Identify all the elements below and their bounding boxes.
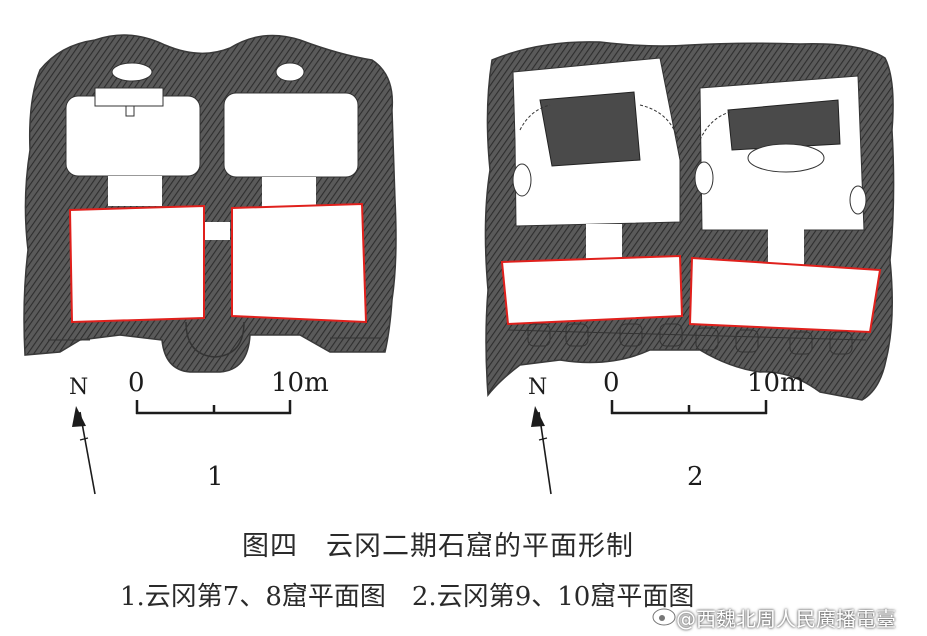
altar-7-post <box>125 105 135 117</box>
niche-9-east <box>694 161 714 195</box>
scale-start-2: 0 <box>603 368 620 398</box>
niche-10-east <box>849 185 867 215</box>
front-porch-9 <box>500 254 684 326</box>
scale-bar-1 <box>135 400 292 415</box>
passage-10 <box>768 228 804 266</box>
plan-caves-9-10 <box>484 41 895 401</box>
north-arrow-icon <box>531 406 552 495</box>
front-chamber-8 <box>231 202 368 324</box>
watermark: @西魏北周人民廣播電臺 <box>676 607 896 631</box>
north-label-2: N <box>528 375 548 400</box>
scale-start-1: 0 <box>128 368 145 398</box>
front-chamber-7 <box>68 204 205 324</box>
figure-caption-subtitle: 1.云冈第7、8窟平面图 2.云冈第9、10窟平面图 <box>120 582 695 612</box>
scale-end-1: 10m <box>271 368 329 398</box>
figure-caption-title: 图四 云冈二期石窟的平面形制 <box>242 531 634 562</box>
north-arrow-icon <box>72 406 96 495</box>
niche-7 <box>111 62 153 82</box>
front-pillar-loop <box>185 321 245 358</box>
panel-number-1: 1 <box>207 462 224 492</box>
plan-caves-7-8 <box>23 34 397 373</box>
statue-block-9 <box>539 91 641 167</box>
gap-7-8 <box>204 222 230 240</box>
north-label-1: N <box>69 375 89 400</box>
niche-9-west <box>512 163 532 197</box>
statue-base-10 <box>747 143 825 173</box>
statue-block-10 <box>727 99 841 151</box>
rear-chamber-8 <box>223 92 359 178</box>
passage-7 <box>108 176 162 206</box>
panel-number-2: 2 <box>687 462 704 492</box>
altar-7 <box>94 87 164 107</box>
niche-8 <box>275 62 305 82</box>
passage-8 <box>262 177 316 207</box>
weibo-logo-icon <box>652 608 676 626</box>
scale-end-2: 10m <box>747 368 805 398</box>
scale-bar-2 <box>610 400 768 415</box>
front-porch-10 <box>688 256 882 334</box>
front-columns <box>527 323 853 355</box>
